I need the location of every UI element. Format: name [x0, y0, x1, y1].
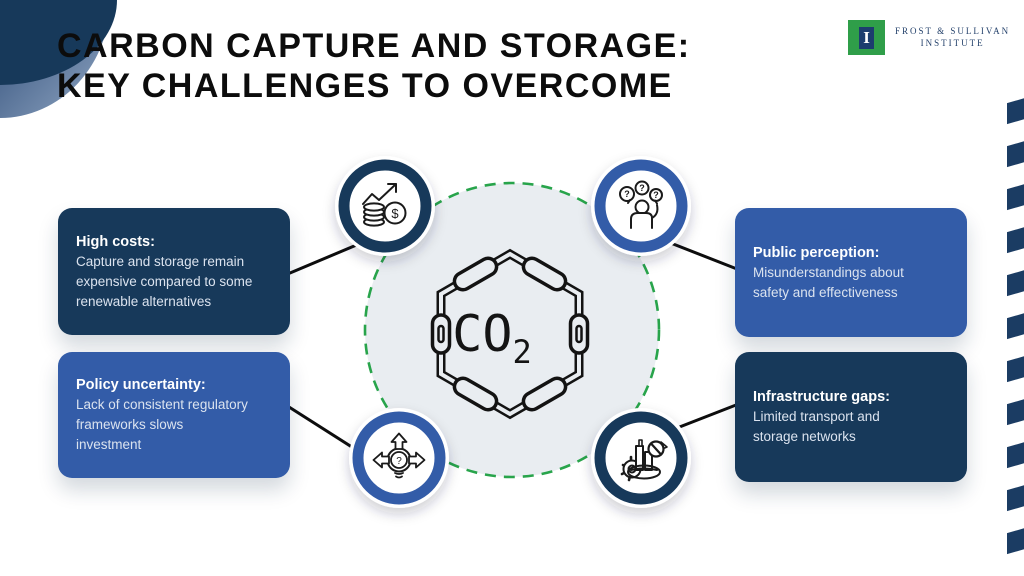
rising-costs-icon: $	[335, 156, 435, 256]
co2-label: CO2	[452, 305, 531, 371]
challenge-body: Capture and storage remain expensive com…	[76, 253, 253, 309]
svg-text:?: ?	[624, 189, 630, 199]
challenge-heading: High costs:	[76, 233, 155, 250]
logo-mark-icon: I	[848, 20, 885, 55]
co2-molecule-icon: CO2	[430, 248, 590, 420]
logo-org-subname: INSTITUTE	[920, 38, 985, 48]
frost-sullivan-logo: I FROST & SULLIVAN INSTITUTE	[848, 20, 1010, 55]
challenge-body: Misunderstandings about safety and effec…	[753, 264, 904, 300]
corner-swoosh-decoration	[0, 0, 117, 118]
svg-text:$: $	[391, 206, 399, 221]
challenge-heading: Policy uncertainty:	[76, 377, 206, 393]
challenge-heading: Public perception:	[753, 244, 880, 261]
direction-uncertainty-icon: ?	[349, 408, 449, 508]
challenge-card-infrastructure-gaps: Infrastructure gaps: Limited transport a…	[735, 352, 967, 482]
challenge-body: Lack of consistent regulatory frameworks…	[76, 397, 248, 452]
challenge-card-high-costs: High costs: Capture and storage remain e…	[58, 208, 290, 335]
confused-person-icon: ? ? ?	[591, 156, 691, 256]
challenge-card-policy-uncertainty: Policy uncertainty: Lack of consistent r…	[58, 352, 290, 478]
svg-text:?: ?	[639, 183, 645, 193]
challenge-body: Limited transport and storage networks	[753, 409, 880, 444]
co2-dashed-circle	[363, 181, 661, 479]
svg-text:?: ?	[396, 456, 402, 467]
page-title-line1: CARBON CAPTURE AND STORAGE:	[57, 27, 691, 65]
logo-wordmark: FROST & SULLIVAN INSTITUTE	[895, 25, 1010, 49]
restricted-industry-icon	[591, 408, 691, 508]
challenge-heading: Infrastructure gaps:	[753, 389, 890, 405]
page-title: CARBON CAPTURE AND STORAGE: KEY CHALLENG…	[57, 26, 691, 106]
logo-monogram: I	[859, 26, 874, 49]
logo-org-name: FROST & SULLIVAN	[895, 26, 1011, 36]
page-title-line2: KEY CHALLENGES TO OVERCOME	[57, 67, 673, 105]
svg-text:?: ?	[653, 190, 659, 200]
challenge-card-public-perception: Public perception: Misunderstandings abo…	[735, 208, 967, 337]
